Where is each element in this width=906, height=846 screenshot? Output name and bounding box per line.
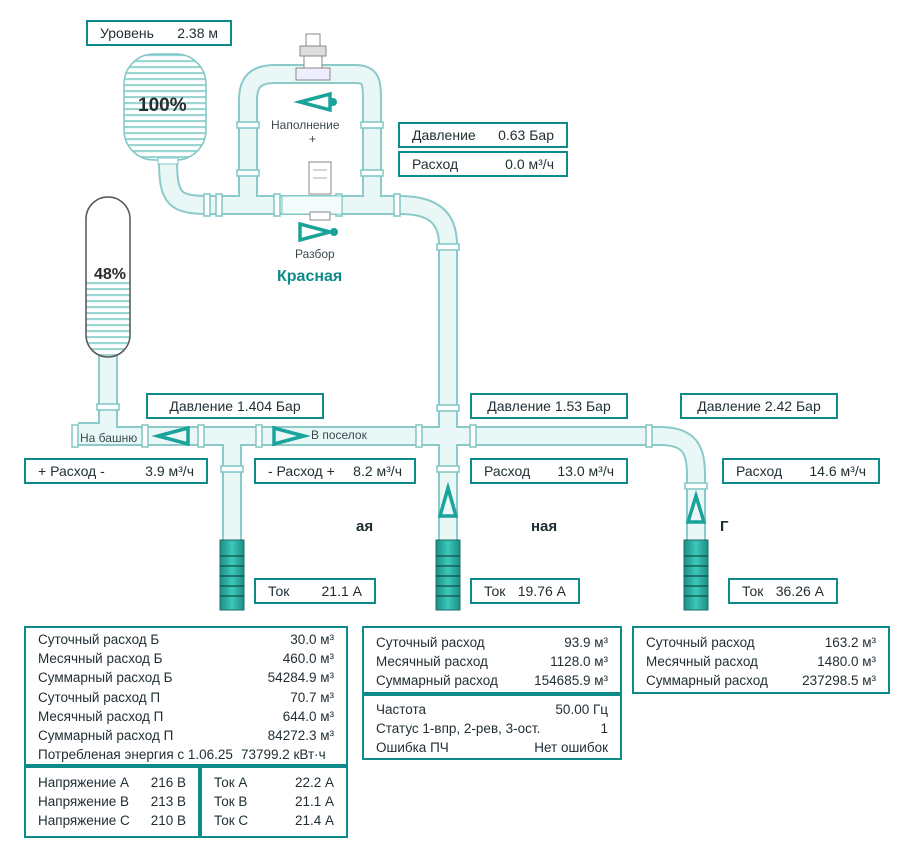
- flow-tower: + Расход - 3.9 м³/ч: [24, 458, 208, 484]
- level-value: 2.38 м: [177, 25, 218, 41]
- pump2-current-value: 19.76 А: [517, 583, 566, 599]
- station-title: Красная: [277, 268, 343, 285]
- pump-3[interactable]: [683, 539, 709, 611]
- upper-tank-percent: 100%: [138, 95, 187, 116]
- fill-valve[interactable]: [295, 33, 331, 81]
- pump1-current-label: Ток: [268, 583, 290, 599]
- fill-valve-arrow-icon: [293, 91, 332, 113]
- flow-mid: Расход 13.0 м³/ч: [470, 458, 628, 484]
- partial-title-right: Г: [720, 518, 729, 535]
- pressure-right: Давление 2.42 Бар: [680, 393, 838, 419]
- flow-right-value: 14.6 м³/ч: [809, 463, 866, 479]
- pipe-flanges: [71, 121, 708, 490]
- pump-2[interactable]: [435, 539, 461, 611]
- pump2-current-label: Ток: [484, 583, 506, 599]
- pump1-current: Ток 21.1 А: [254, 578, 376, 604]
- pressure-mid: Давление 1.53 Бар: [470, 393, 628, 419]
- top-pressure-label: Давление: [412, 127, 476, 143]
- top-pressure: Давление 0.63 Бар: [398, 122, 568, 148]
- pump2-current: Ток 19.76 А: [470, 578, 580, 604]
- draw-valve-arrow-icon: [298, 221, 337, 243]
- pressure-left: Давление 1.404 Бар: [146, 393, 324, 419]
- top-flow-value: 0.0 м³/ч: [505, 156, 554, 172]
- to-tower-label: На башню: [80, 431, 138, 445]
- flow-right-label: Расход: [736, 463, 783, 479]
- flow-right: Расход 14.6 м³/ч: [722, 458, 880, 484]
- draw-pump[interactable]: [281, 161, 343, 221]
- flow-mid-value: 13.0 м³/ч: [557, 463, 614, 479]
- pump3-current-label: Ток: [742, 583, 764, 599]
- pump-1[interactable]: [219, 539, 245, 611]
- top-flow-label: Расход: [412, 156, 459, 172]
- flow-village: - Расход + 8.2 м³/ч: [254, 458, 416, 484]
- fill-valve-label: Наполнение: [271, 118, 340, 132]
- status-row: Статус 1-впр, 2-рев, 3-ост.1: [376, 721, 608, 737]
- flow-village-label: - Расход +: [268, 463, 335, 479]
- draw-valve-label: Разбор: [295, 247, 335, 261]
- flow-tower-label: + Расход -: [38, 463, 105, 479]
- partial-title-left: ая: [356, 518, 374, 535]
- tower-tank-percent: 48%: [94, 266, 127, 283]
- top-pressure-value: 0.63 Бар: [498, 127, 554, 143]
- pump3-current: Ток 36.26 А: [728, 578, 838, 604]
- tower-tank: [85, 196, 131, 358]
- flow-tower-value: 3.9 м³/ч: [145, 463, 194, 479]
- level-readout: Уровень 2.38 м: [86, 20, 232, 46]
- top-flow: Расход 0.0 м³/ч: [398, 151, 568, 177]
- flow-mid-label: Расход: [484, 463, 531, 479]
- upper-tank: [123, 53, 207, 165]
- pump1-current-value: 21.1 А: [321, 583, 362, 599]
- level-label: Уровень: [100, 25, 154, 41]
- to-village-label: В поселок: [311, 428, 367, 442]
- fill-valve-sign: +: [309, 132, 317, 146]
- flow-village-value: 8.2 м³/ч: [353, 463, 402, 479]
- partial-title-mid: ная: [531, 518, 558, 535]
- pump3-current-value: 36.26 А: [775, 583, 824, 599]
- flow-arrows: [151, 425, 707, 524]
